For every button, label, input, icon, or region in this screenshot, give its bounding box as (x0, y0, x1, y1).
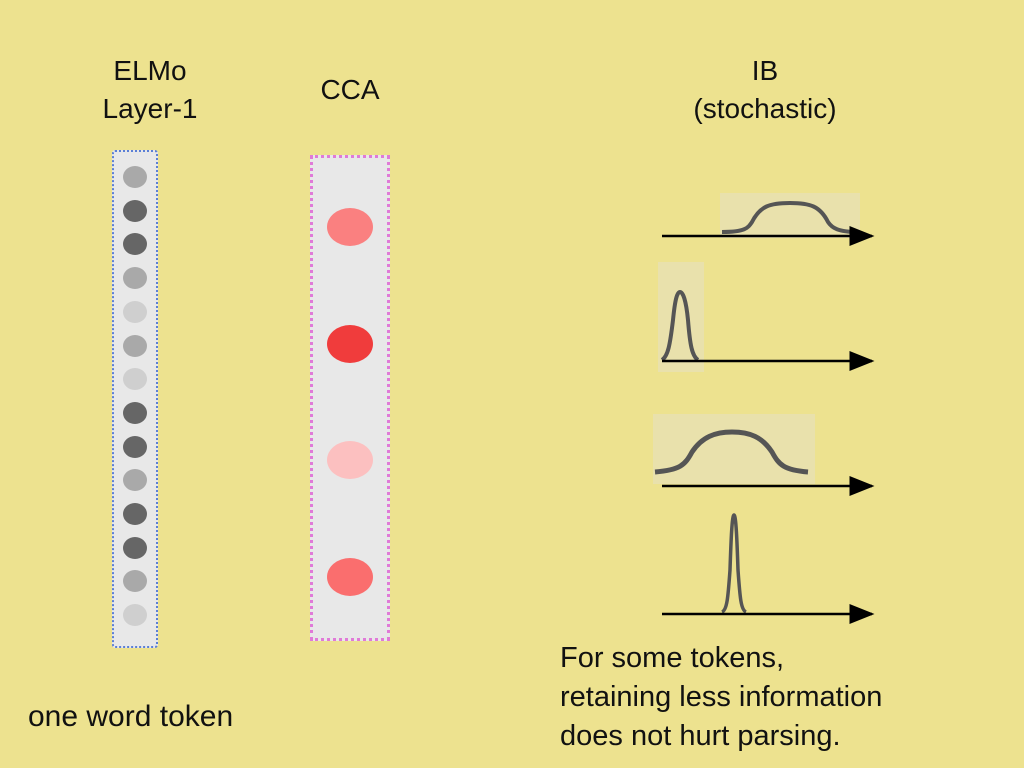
elmo-unit-dot (123, 469, 147, 492)
elmo-unit-dot (123, 536, 147, 559)
one-word-token-caption: one word token (28, 700, 234, 733)
elmo-vector-bar (112, 150, 158, 648)
elmo-unit-dot (123, 233, 147, 256)
elmo-unit-dot (123, 368, 147, 391)
ib-distribution-4 (662, 513, 875, 624)
ib-distribution-2 (658, 262, 875, 372)
elmo-unit-dot (123, 166, 147, 188)
elmo-unit-dot (123, 604, 147, 627)
ib-note: For some tokens, retaining less informat… (560, 642, 883, 752)
elmo-unit-dot (123, 435, 147, 458)
cca-unit-dot (327, 208, 373, 246)
elmo-unit-dot (123, 199, 147, 222)
cca-unit-dot (327, 557, 373, 596)
elmo-unit-dot (123, 267, 147, 290)
elmo-unit-dot (123, 334, 147, 357)
cca-title: CCA (320, 74, 380, 105)
ib-title: IB (stochastic) (693, 55, 837, 124)
elmo-layer-title: ELMo Layer-1 (102, 55, 198, 124)
ib-distribution-3 (653, 414, 875, 496)
elmo-unit-dot (123, 300, 147, 323)
cca-vector-bar (310, 155, 390, 641)
cca-unit-dot (327, 441, 373, 479)
elmo-unit-dot (123, 503, 147, 525)
cca-unit-dot (327, 324, 373, 363)
elmo-unit-dot (123, 570, 147, 593)
elmo-unit-dot (123, 401, 147, 424)
ib-distribution-1 (662, 193, 875, 246)
